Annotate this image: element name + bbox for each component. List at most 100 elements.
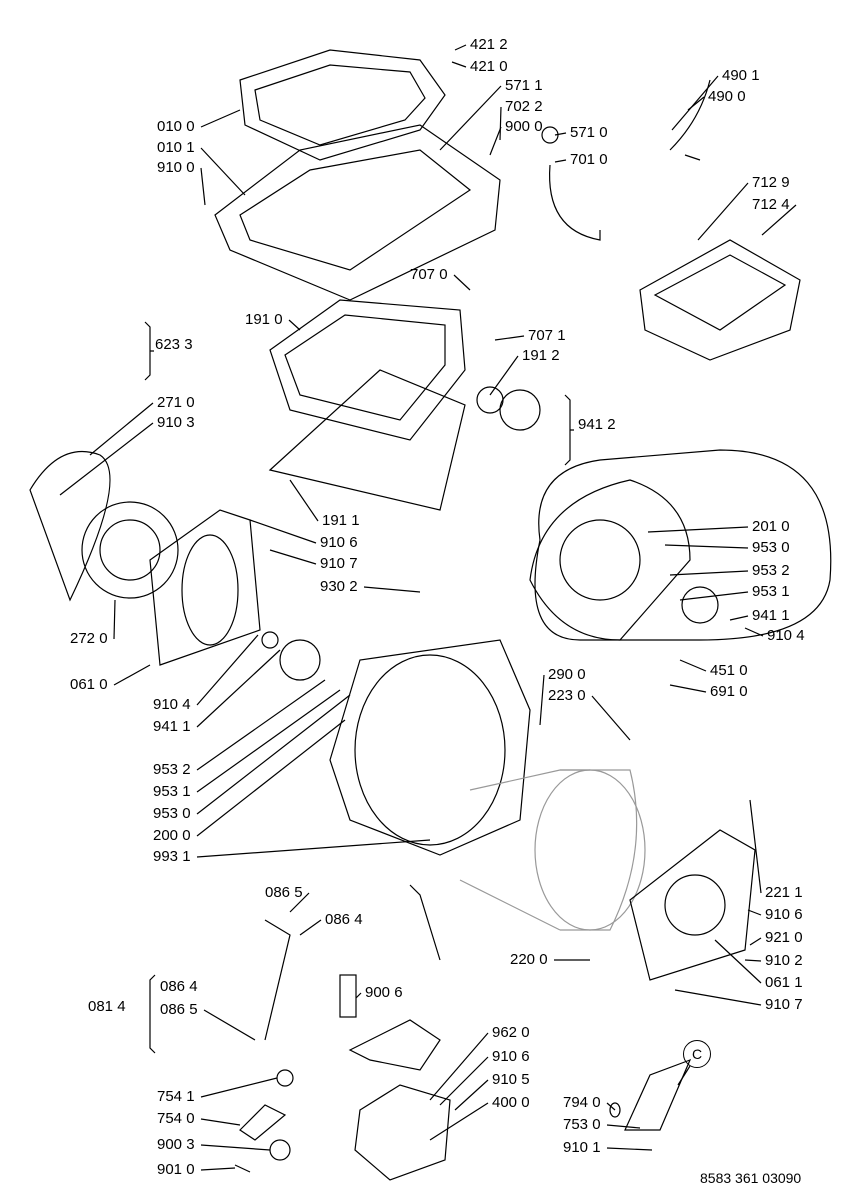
leader-line	[196, 649, 281, 728]
leader-line	[429, 1102, 489, 1141]
part-label: 010 1	[157, 139, 195, 156]
part-label: 962 0	[492, 1024, 530, 1041]
part-label: 953 0	[752, 539, 790, 556]
part-label: 910 5	[492, 1071, 530, 1088]
leader-line	[744, 959, 762, 962]
part-label: 953 1	[153, 783, 191, 800]
part-label: 200 0	[153, 827, 191, 844]
leader-line	[669, 570, 749, 576]
leader-line	[196, 679, 326, 771]
leader-line	[196, 634, 259, 706]
leader-line	[288, 319, 301, 331]
part-label: 220 0	[510, 951, 548, 968]
drum-part	[459, 769, 646, 931]
leader-line	[59, 422, 154, 496]
part-label: 712 9	[752, 174, 790, 191]
part-label: 901 0	[157, 1161, 195, 1178]
part-label: 702 2	[505, 98, 543, 115]
part-label: 900 3	[157, 1136, 195, 1153]
leader-line	[679, 591, 749, 601]
top-cover-part	[239, 49, 446, 161]
leader-line	[489, 126, 502, 156]
part-label: 086 5	[265, 884, 303, 901]
leader-line	[453, 274, 471, 291]
document-number: 8583 361 03090	[700, 1170, 802, 1186]
part-label: 900 6	[365, 984, 403, 1001]
part-label: 910 4	[767, 627, 805, 644]
leader-line	[196, 839, 431, 858]
part-label: 201 0	[752, 518, 790, 535]
leader-line	[606, 1147, 653, 1151]
leader-line	[729, 615, 749, 621]
part-label: 993 1	[153, 848, 191, 865]
part-label: 953 2	[752, 562, 790, 579]
part-label: 941 2	[578, 416, 616, 433]
leader-line	[200, 167, 206, 206]
pump-part	[234, 1019, 451, 1181]
leader-line	[299, 919, 322, 936]
rear-tub-part	[529, 449, 832, 641]
part-label: 754 0	[157, 1110, 195, 1127]
part-label: 910 6	[492, 1048, 530, 1065]
part-label: 910 0	[157, 159, 195, 176]
leader-line	[203, 1009, 256, 1041]
part-label: 490 0	[708, 88, 746, 105]
part-label: 490 1	[722, 67, 760, 84]
leader-line	[269, 549, 317, 565]
part-label: 794 0	[563, 1094, 601, 1111]
leader-line	[200, 147, 246, 196]
leader-line	[697, 182, 749, 241]
leader-line	[606, 1102, 616, 1111]
part-label: 910 2	[765, 952, 803, 969]
leader-line	[113, 664, 151, 686]
leader-line	[664, 544, 749, 549]
outer-tub-part	[329, 639, 531, 856]
part-label: 223 0	[548, 687, 586, 704]
part-label: 701 0	[570, 151, 608, 168]
leader-line	[196, 689, 341, 793]
leader-line	[554, 132, 567, 136]
part-label: 010 0	[157, 118, 195, 135]
part-label: 910 6	[765, 906, 803, 923]
leader-line	[499, 106, 502, 141]
part-label: 191 0	[245, 311, 283, 328]
part-label: 571 1	[505, 77, 543, 94]
worktop-frame-part	[214, 124, 501, 301]
part-label: 451 0	[710, 662, 748, 679]
part-label: 921 0	[765, 929, 803, 946]
part-label: 271 0	[157, 394, 195, 411]
leader-line	[200, 1167, 236, 1171]
part-label: 707 1	[528, 327, 566, 344]
part-label: 221 1	[765, 884, 803, 901]
callout-leader	[677, 1065, 691, 1086]
part-label: 930 2	[320, 578, 358, 595]
leader-line	[679, 659, 707, 672]
leader-line	[647, 526, 749, 533]
leader-line	[671, 75, 719, 131]
leader-line	[196, 719, 346, 837]
leader-line	[200, 1144, 271, 1151]
leader-line	[439, 85, 502, 151]
part-label: 421 0	[470, 58, 508, 75]
part-label: 941 1	[153, 718, 191, 735]
part-label: 910 1	[563, 1139, 601, 1156]
leader-line	[674, 989, 762, 1006]
part-label: 086 4	[160, 978, 198, 995]
side-panel-right-part	[629, 829, 756, 981]
part-label: 290 0	[548, 666, 586, 683]
leader-line	[196, 694, 351, 815]
callout-circle: C	[683, 1040, 711, 1068]
leader-line	[249, 519, 317, 544]
shock-absorbers-part	[264, 884, 441, 1041]
part-label: 061 1	[765, 974, 803, 991]
part-label: 081 4	[88, 998, 126, 1015]
leader-line	[669, 684, 707, 693]
part-label: 953 2	[153, 761, 191, 778]
leader-line	[363, 586, 421, 593]
part-label: 191 1	[322, 512, 360, 529]
leader-line	[454, 1079, 489, 1111]
leader-line	[200, 1077, 278, 1098]
door-seal-part	[29, 451, 179, 602]
